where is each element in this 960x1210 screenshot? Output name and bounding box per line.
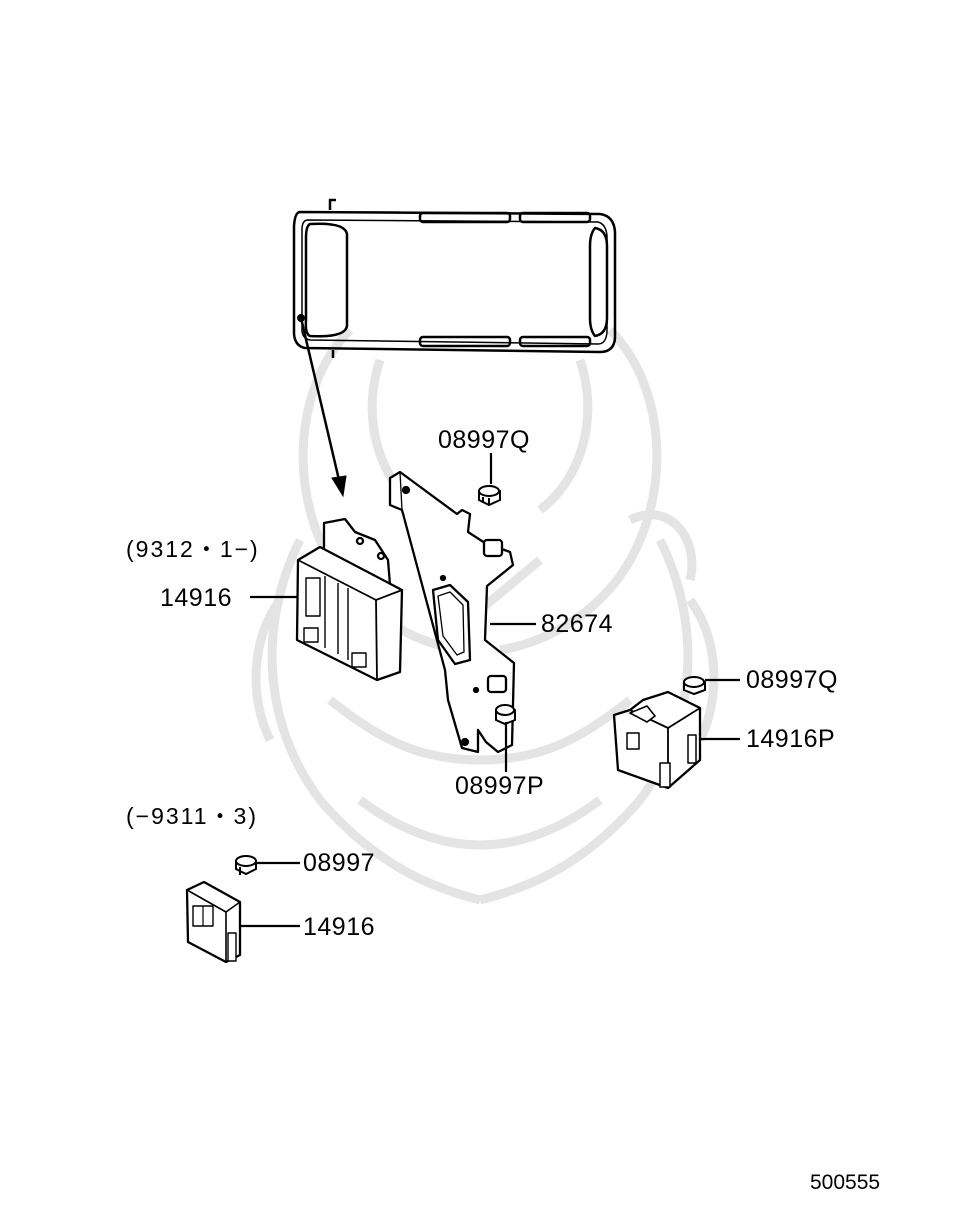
bracket-82674 [388, 470, 516, 754]
callout-unit-old[interactable]: 14916 [303, 913, 376, 941]
callout-bolt-right[interactable]: 08997Q [746, 666, 838, 694]
bolt-08997-old [235, 854, 257, 876]
callout-unit-main[interactable]: 14916 [160, 584, 233, 612]
relay-14916p [612, 690, 702, 790]
vehicle-top-view [292, 198, 617, 358]
leader-lines [240, 453, 740, 928]
callout-bracket[interactable]: 82674 [541, 610, 614, 638]
unit-14916-old [185, 880, 242, 964]
watermark-emblem [251, 326, 719, 905]
callout-bolt-top[interactable]: 08997Q [438, 426, 530, 454]
unit-14916-main [295, 517, 404, 682]
bolt-08997p [495, 703, 516, 726]
bolt-08997q-right [683, 675, 706, 696]
condition-new-model: (9312・1−) [126, 536, 260, 562]
callout-bolt-lower[interactable]: 08997P [455, 772, 545, 800]
callout-relay[interactable]: 14916P [746, 725, 836, 753]
callout-bolt-old[interactable]: 08997 [303, 849, 376, 877]
bolt-08997q-top [478, 484, 501, 507]
figure-number: 500555 [810, 1171, 881, 1194]
location-arrow [297, 314, 347, 498]
condition-old-model: (−9311・3) [126, 803, 259, 829]
